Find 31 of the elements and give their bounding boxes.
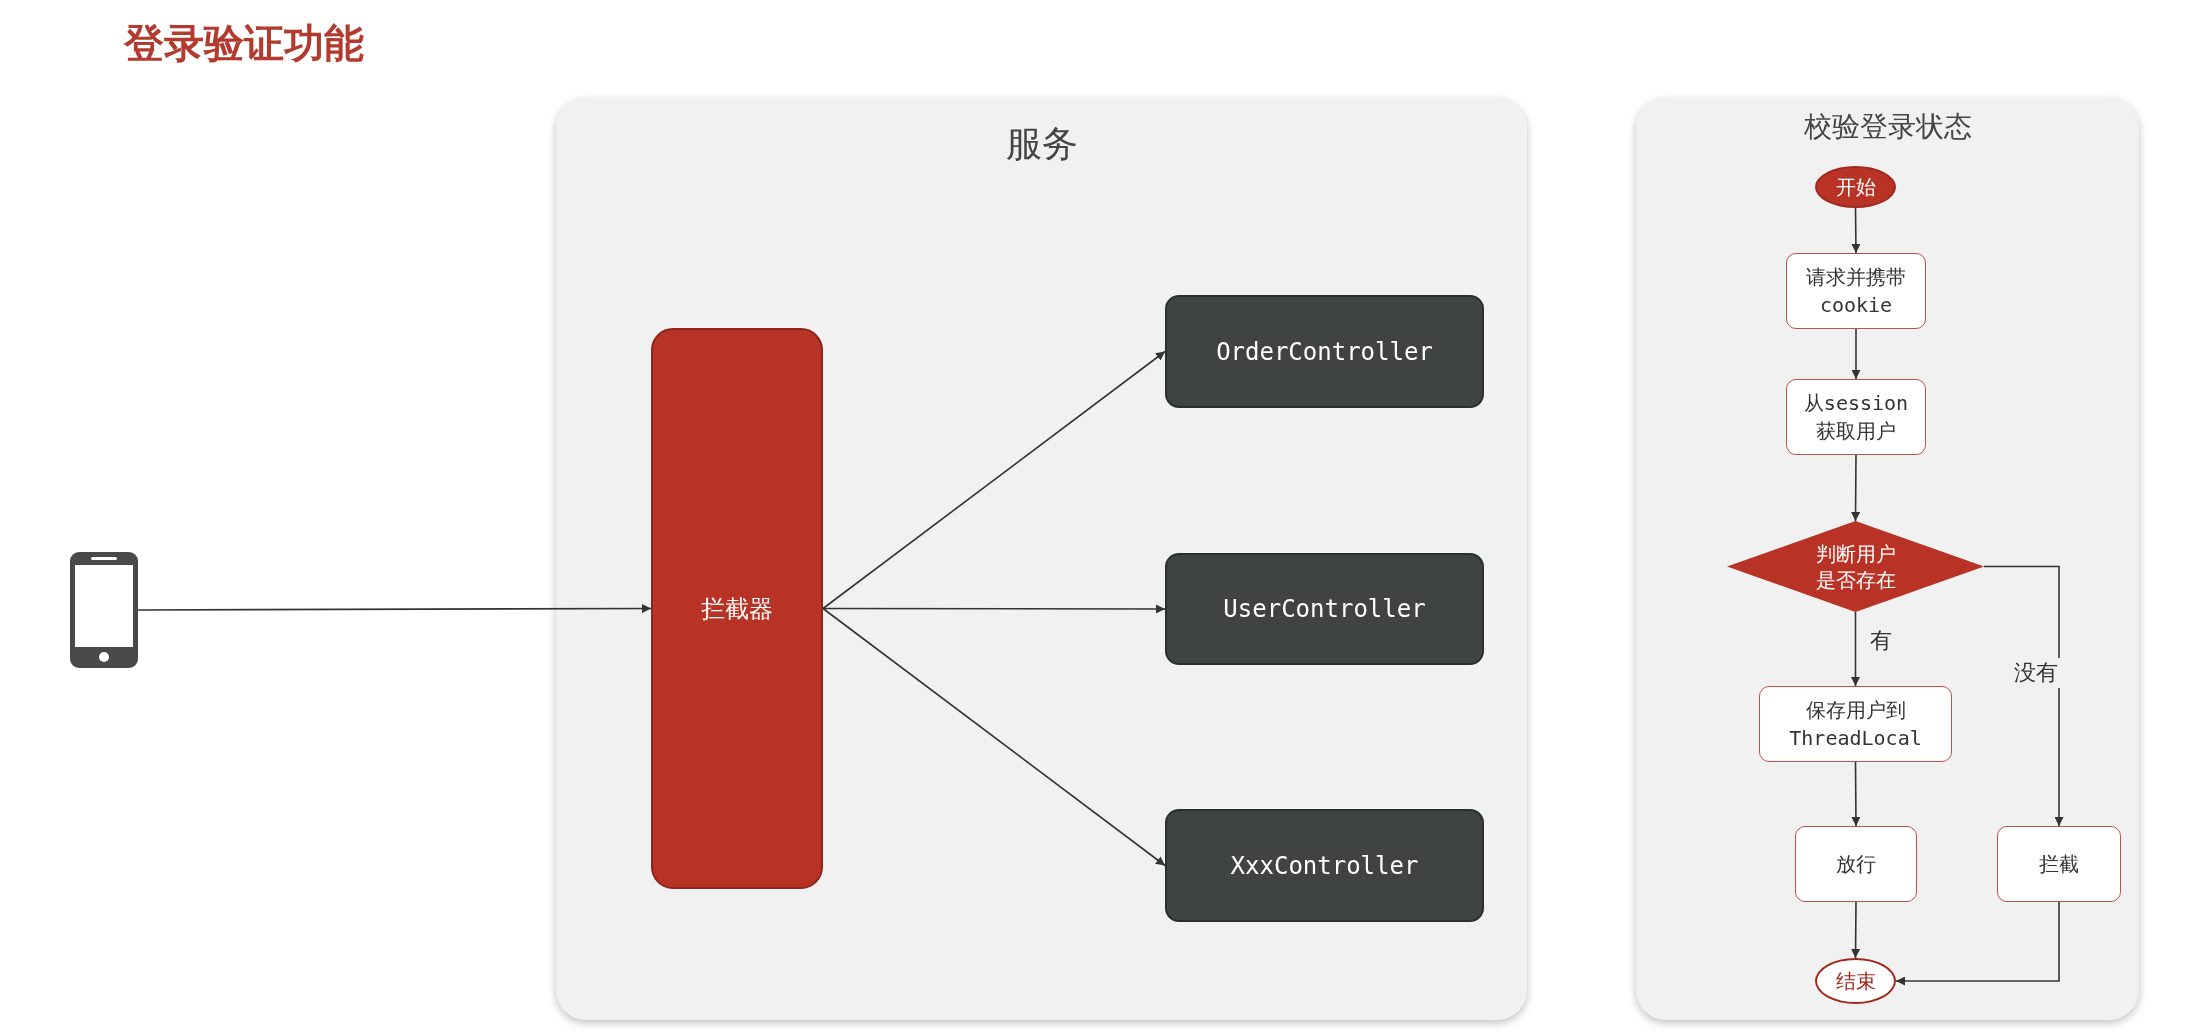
controller-box: XxxController xyxy=(1165,809,1484,922)
process-box: 从session获取用户 xyxy=(1786,379,1926,455)
panel-title: 校验登录状态 xyxy=(1803,109,1972,145)
arrow xyxy=(1851,328,1861,380)
arrow xyxy=(1851,901,1861,959)
panel-title: 服务 xyxy=(1005,122,1078,166)
arrow xyxy=(137,604,652,614)
service-panel xyxy=(556,98,1527,1020)
process-box: 保存用户到ThreadLocal xyxy=(1759,686,1952,762)
process-box: 请求并携带cookie xyxy=(1786,253,1926,329)
page-title: 登录验证功能 xyxy=(124,19,364,68)
arrow xyxy=(822,350,1166,610)
decision-diamond: 判断用户是否存在 xyxy=(1727,521,1984,612)
arrow xyxy=(1895,901,2060,986)
controller-box: UserController xyxy=(1165,553,1484,665)
arrow xyxy=(1983,565,2064,827)
arrow xyxy=(1851,207,1861,254)
arrow xyxy=(822,607,1166,867)
phone-icon xyxy=(70,552,138,668)
arrow xyxy=(1851,761,1861,827)
arrow xyxy=(1851,454,1861,522)
edge-label: 没有 xyxy=(2012,658,2060,688)
arrow xyxy=(822,604,1166,614)
process-box: 放行 xyxy=(1795,826,1917,902)
start-terminal: 开始 xyxy=(1815,166,1896,208)
end-terminal: 结束 xyxy=(1815,958,1896,1004)
controller-box: OrderController xyxy=(1165,295,1484,408)
service-panel xyxy=(1636,98,2139,1020)
process-box: 拦截 xyxy=(1997,826,2121,902)
arrow xyxy=(1851,611,1860,687)
interceptor-box: 拦截器 xyxy=(651,328,823,889)
